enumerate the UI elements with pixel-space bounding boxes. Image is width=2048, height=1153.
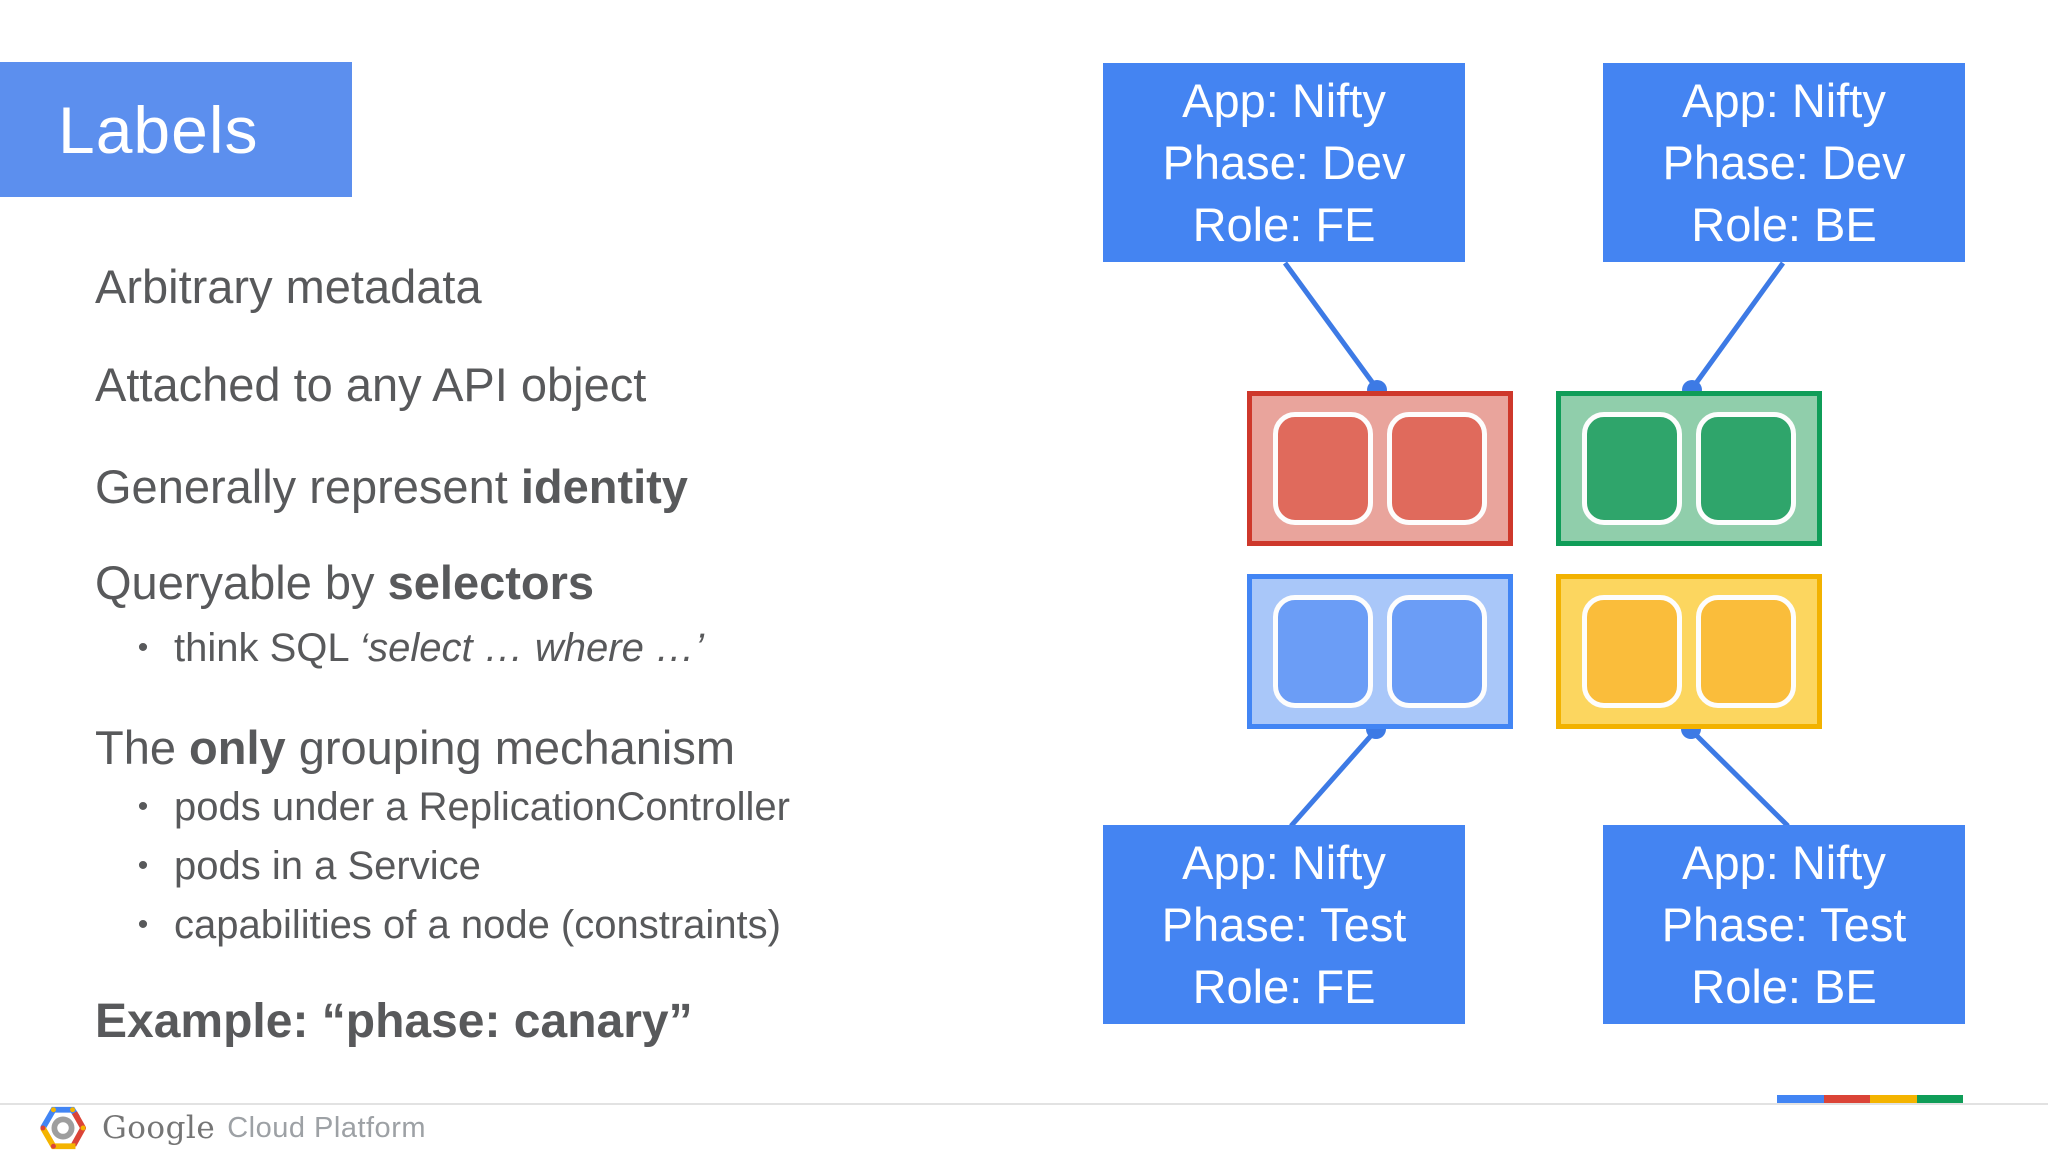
label-box-test-fe: App: Nifty Phase: Test Role: FE xyxy=(1103,825,1465,1024)
label-box-test-be: App: Nifty Phase: Test Role: BE xyxy=(1603,825,1965,1024)
pod xyxy=(1696,595,1796,708)
label-box-dev-fe: App: Nifty Phase: Dev Role: FE xyxy=(1103,63,1465,262)
connector-line xyxy=(1689,728,1790,828)
bullet-attached-api-object: Attached to any API object xyxy=(95,358,647,411)
pod xyxy=(1387,412,1487,525)
subbullet-node-capabilities: • capabilities of a node (constraints) xyxy=(112,900,781,950)
pod-group-red xyxy=(1247,391,1513,546)
pod-group-green xyxy=(1556,391,1822,546)
brand-bar-blue xyxy=(1777,1095,1824,1103)
pod xyxy=(1387,595,1487,708)
bullet-only-grouping: The only grouping mechanism xyxy=(95,721,736,774)
bullet-dot: • xyxy=(137,908,149,941)
connector-line xyxy=(1282,261,1378,388)
subbullet-pods-in-service: • pods in a Service xyxy=(112,841,481,891)
pod xyxy=(1696,412,1796,525)
pod xyxy=(1273,595,1373,708)
connector-line xyxy=(1289,728,1378,828)
brand-bar-green xyxy=(1916,1095,1963,1103)
brand-bar-red xyxy=(1823,1095,1870,1103)
bullet-dot: • xyxy=(137,631,149,664)
subbullet-think-sql: • think SQL ‘select … where …’ xyxy=(112,623,704,673)
footer-brand: Google Cloud Platform xyxy=(40,1106,426,1150)
google-cloud-platform-logo-icon xyxy=(40,1106,86,1150)
brand-google-text: Google xyxy=(102,1110,216,1146)
google-brand-bar xyxy=(1777,1095,1963,1103)
example-phase-canary: Example: “phase: canary” xyxy=(95,995,693,1048)
pod xyxy=(1273,412,1373,525)
page-title: Labels xyxy=(58,92,259,167)
bullet-queryable-selectors: Queryable by selectors xyxy=(95,556,595,609)
pod-group-blue xyxy=(1247,574,1513,729)
footer-divider xyxy=(0,1103,2048,1105)
connector-line xyxy=(1691,261,1786,388)
pod xyxy=(1582,412,1682,525)
bullet-arbitrary-metadata: Arbitrary metadata xyxy=(95,260,482,313)
bullet-dot: • xyxy=(137,849,149,882)
bullet-represent-identity: Generally represent identity xyxy=(95,460,688,513)
pod xyxy=(1582,595,1682,708)
brand-bar-yellow xyxy=(1870,1095,1917,1103)
brand-cloud-platform-text: Cloud Platform xyxy=(227,1111,427,1144)
subbullet-replicationcontroller: • pods under a ReplicationController xyxy=(112,782,790,832)
pod-group-yellow xyxy=(1556,574,1822,729)
label-box-dev-be: App: Nifty Phase: Dev Role: BE xyxy=(1603,63,1965,262)
bullet-dot: • xyxy=(137,790,149,823)
slide-title-box: Labels xyxy=(0,62,352,197)
